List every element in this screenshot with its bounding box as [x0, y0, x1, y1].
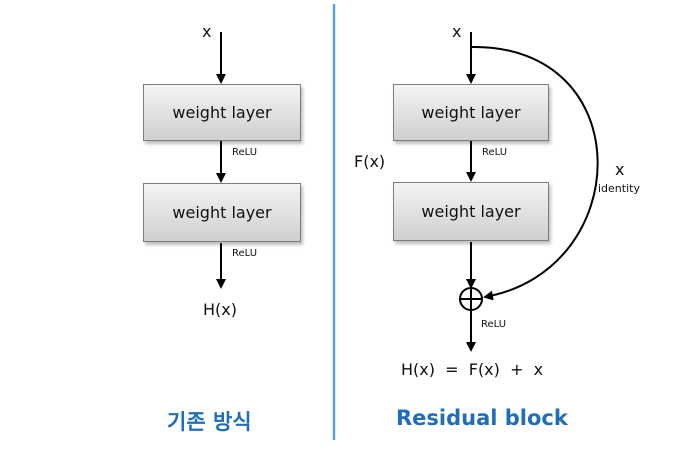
sum-node: [459, 287, 483, 311]
left-caption: 기존 방식: [167, 410, 252, 434]
left-relu-2-label: ReLU: [232, 248, 258, 259]
skip-x-label: x: [615, 160, 625, 179]
left-input-label: x: [202, 22, 212, 41]
fx-label: F(x): [354, 152, 386, 171]
right-relu-1-label: ReLU: [482, 147, 508, 158]
left-weight-layer-1: weight layer: [143, 84, 301, 141]
right-caption: Residual block: [396, 406, 568, 430]
left-output-label: H(x): [203, 300, 237, 319]
right-weight-layer-1: weight layer: [393, 84, 549, 141]
skip-identity-label: identity: [598, 182, 640, 195]
left-weight-layer-2: weight layer: [143, 183, 301, 242]
identity-skip-arrow: [470, 45, 599, 301]
right-weight-layer-2: weight layer: [393, 182, 549, 241]
right-relu-out-label: ReLU: [481, 319, 507, 330]
right-output-equation: H(x) = F(x) + x: [401, 360, 544, 379]
right-input-label: x: [452, 22, 462, 41]
left-relu-1-label: ReLU: [232, 147, 258, 158]
